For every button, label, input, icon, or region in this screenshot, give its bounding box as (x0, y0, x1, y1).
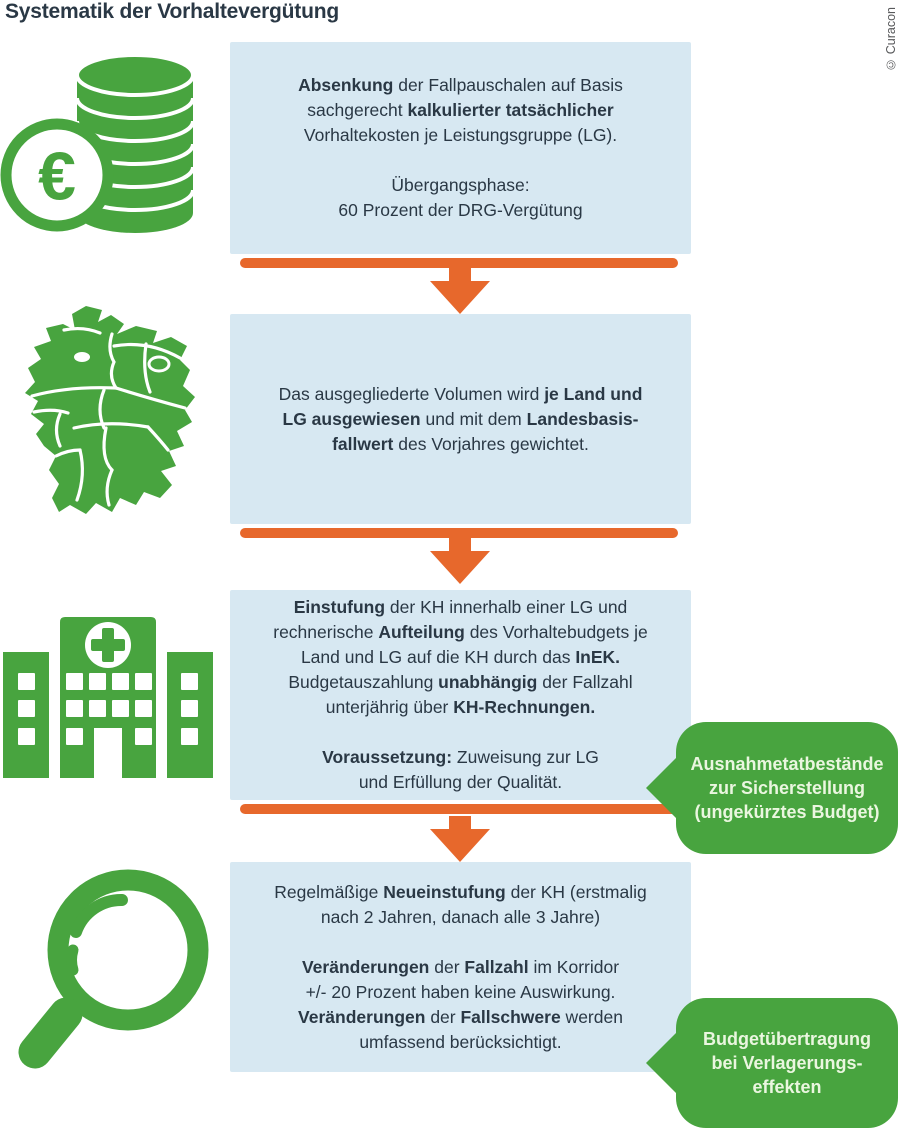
step-box-neueinstufung: Regelmäßige Neueinstufung der KH (erstma… (230, 862, 691, 1072)
credit-watermark: © Curacon (884, 7, 898, 72)
step-box-volumen: Das ausgegliederte Volumen wird je Land … (230, 314, 691, 524)
flow-bar (240, 804, 678, 814)
svg-text:€: € (38, 138, 76, 214)
down-arrow-icon (430, 816, 490, 862)
down-arrow-icon (430, 538, 490, 584)
step-box-einstufung: Einstufung der KH innerhalb einer LG und… (230, 590, 691, 800)
down-arrow-icon (430, 268, 490, 314)
flow-bar (240, 528, 678, 538)
flow-bar (240, 258, 678, 268)
germany-map-icon (8, 300, 220, 538)
magnifier-icon (10, 862, 210, 1074)
euro-coins-icon: € (0, 45, 200, 240)
hospital-icon (3, 613, 213, 778)
page-title: Systematik der Vorhaltevergütung (5, 0, 339, 23)
